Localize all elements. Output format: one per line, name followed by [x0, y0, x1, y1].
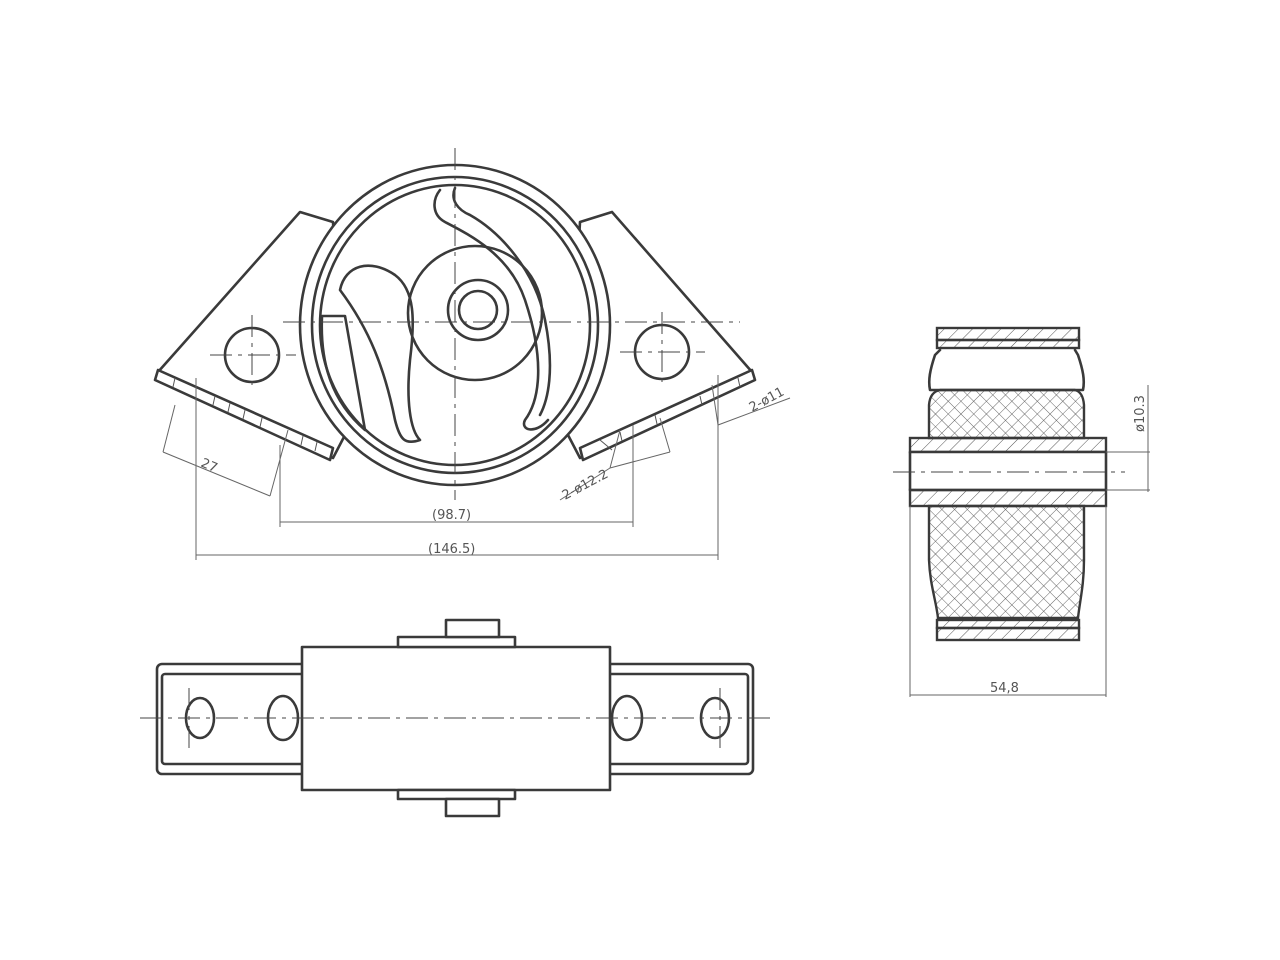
inner-bore — [908, 450, 1108, 492]
dim-hole-spacing-inner: (98.7) — [432, 508, 471, 523]
dim-bore-diameter: ø10.3 — [1133, 395, 1148, 432]
section-view: ø10.3 54,8 — [893, 326, 1150, 697]
front-dimensions — [162, 375, 791, 560]
dim-outer-hole-note: 2-ø11 — [747, 385, 787, 416]
left-mounting-tab — [153, 210, 347, 462]
center-boss — [406, 244, 544, 382]
top-stud-upper — [444, 618, 501, 639]
outer-sleeve-bottom — [935, 626, 1081, 642]
center-sleeve — [446, 278, 510, 342]
top-flange-upper — [396, 635, 517, 649]
dim-overall-width: (146.5) — [428, 542, 475, 557]
top-flange-lower — [396, 788, 517, 801]
top-stud-lower — [444, 797, 501, 818]
outer-sleeve-top — [935, 326, 1081, 342]
front-view: 27 (98.7) (146.5) 2-ø12.2 2-ø11 — [153, 148, 791, 560]
dim-sleeve-length: 54,8 — [990, 681, 1019, 696]
inner-sleeve-top — [908, 436, 1108, 454]
inner-sleeve-bottom — [908, 488, 1108, 508]
top-view — [140, 618, 770, 818]
housing — [283, 148, 740, 500]
rubber-lower — [927, 504, 1086, 620]
inner-void-left — [320, 314, 367, 432]
inner-curve-right — [433, 188, 550, 431]
rubber-upper — [927, 388, 1086, 440]
right-mounting-tab — [566, 210, 757, 462]
dim-inner-hole-note: 2-ø12.2 — [560, 467, 611, 504]
dim-tab-width: 27 — [198, 456, 219, 476]
center-bore — [457, 289, 499, 331]
